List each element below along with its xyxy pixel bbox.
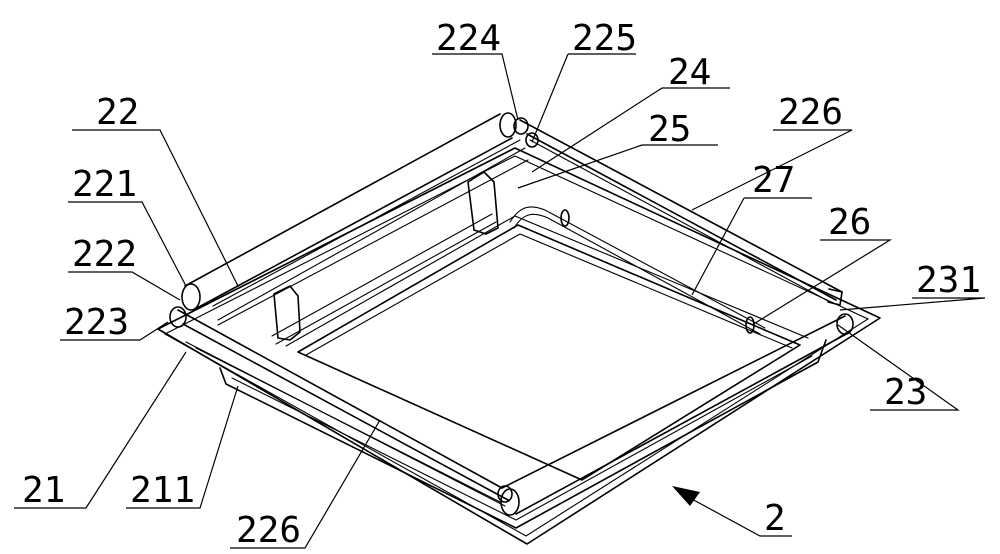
label-225: 225 bbox=[572, 18, 637, 59]
arrow-icon bbox=[672, 486, 700, 506]
label-231: 231 bbox=[916, 260, 981, 301]
tray-outline bbox=[157, 147, 881, 545]
label-22: 22 bbox=[96, 92, 139, 133]
leader-lines bbox=[14, 53, 986, 549]
roller-front-left bbox=[169, 306, 513, 503]
reference-numerals: 224 225 24 22 25 226 221 27 26 222 231 2… bbox=[22, 18, 981, 551]
clamp-bar bbox=[271, 171, 499, 345]
label-2: 2 bbox=[764, 498, 786, 539]
label-25: 25 bbox=[648, 109, 691, 150]
label-222: 222 bbox=[72, 234, 137, 275]
roller-front-right bbox=[500, 313, 854, 516]
label-211: 211 bbox=[130, 470, 195, 511]
label-226-bottom: 226 bbox=[236, 510, 301, 551]
label-221: 221 bbox=[72, 164, 137, 205]
roller-back-left bbox=[181, 112, 529, 326]
label-26: 26 bbox=[828, 202, 871, 243]
label-23: 23 bbox=[884, 372, 927, 413]
label-224: 224 bbox=[436, 18, 501, 59]
label-21: 21 bbox=[22, 470, 65, 511]
label-223: 223 bbox=[64, 302, 129, 343]
guide-rod bbox=[509, 206, 766, 335]
label-27: 27 bbox=[752, 160, 795, 201]
label-24: 24 bbox=[668, 52, 711, 93]
label-226-top: 226 bbox=[778, 92, 843, 133]
